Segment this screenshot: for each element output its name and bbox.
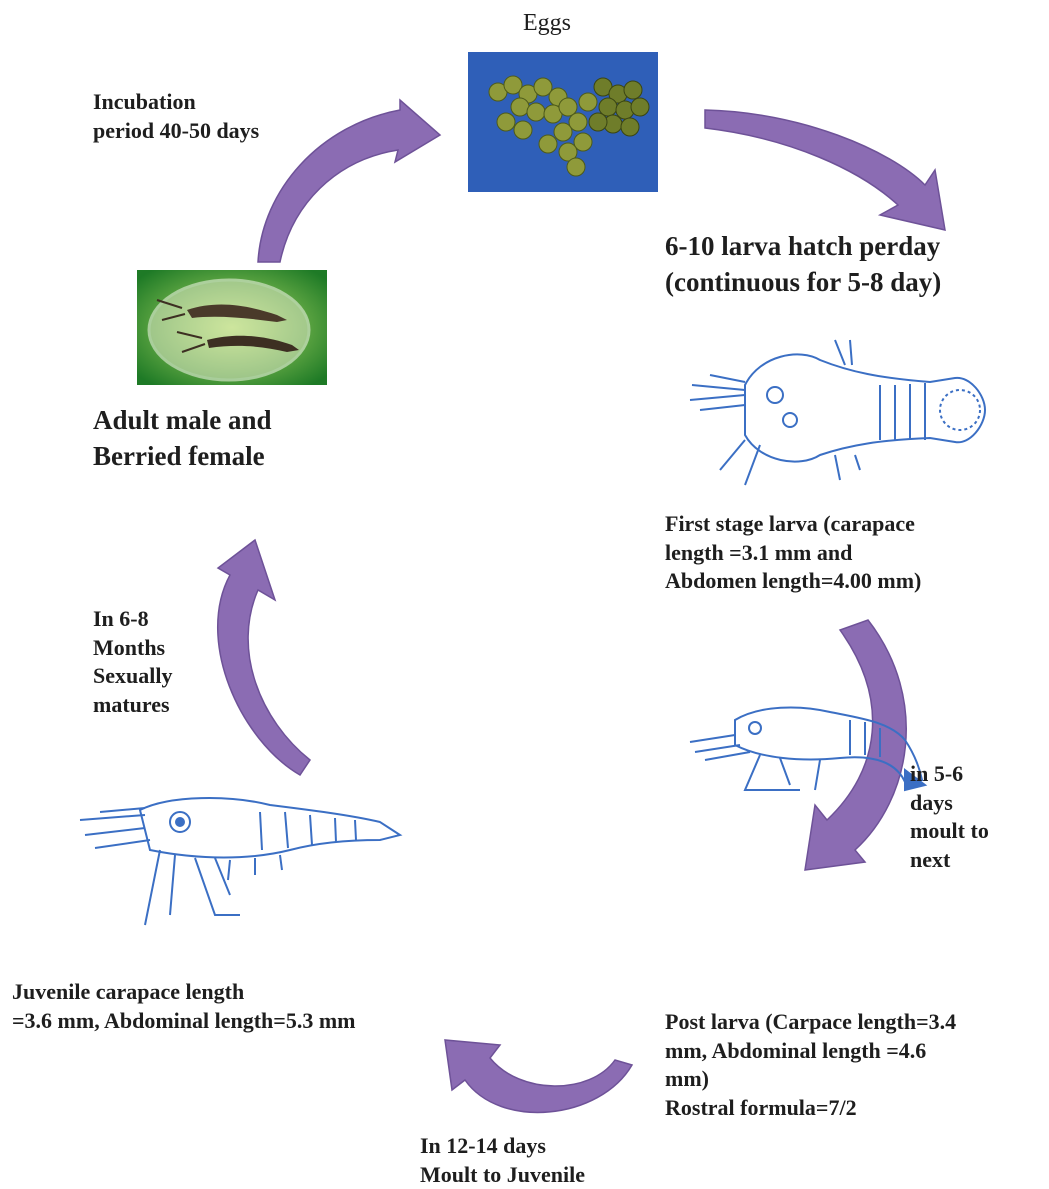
post-larva-label: Post larva (Carpace length=3.4 mm, Abdom… <box>665 1008 956 1122</box>
first-stage-larva-drawing <box>690 340 985 485</box>
arrow-adult-to-eggs <box>258 100 440 262</box>
arrow-juvenile-to-adult <box>218 540 310 775</box>
adult-label: Adult male and Berried female <box>93 402 272 475</box>
first-stage-label: First stage larva (carapace length =3.1 … <box>665 510 921 596</box>
arrow-post-to-juvenile <box>445 1040 632 1112</box>
juvenile-label: Juvenile carapace length =3.6 mm, Abdomi… <box>12 978 355 1035</box>
moult-next-label: in 5-6 days moult to next <box>910 760 989 874</box>
moult-juvenile-label: In 12-14 days Moult to Juvenile <box>420 1132 585 1189</box>
arrow-eggs-to-hatch <box>705 110 945 230</box>
juvenile-prawn-drawing <box>80 798 400 925</box>
incubation-label: Incubation period 40-50 days <box>93 88 259 145</box>
arrow-first-to-post <box>805 620 906 870</box>
maturity-label: In 6-8 Months Sexually matures <box>93 605 172 719</box>
hatch-label: 6-10 larva hatch perday (continuous for … <box>665 228 941 301</box>
